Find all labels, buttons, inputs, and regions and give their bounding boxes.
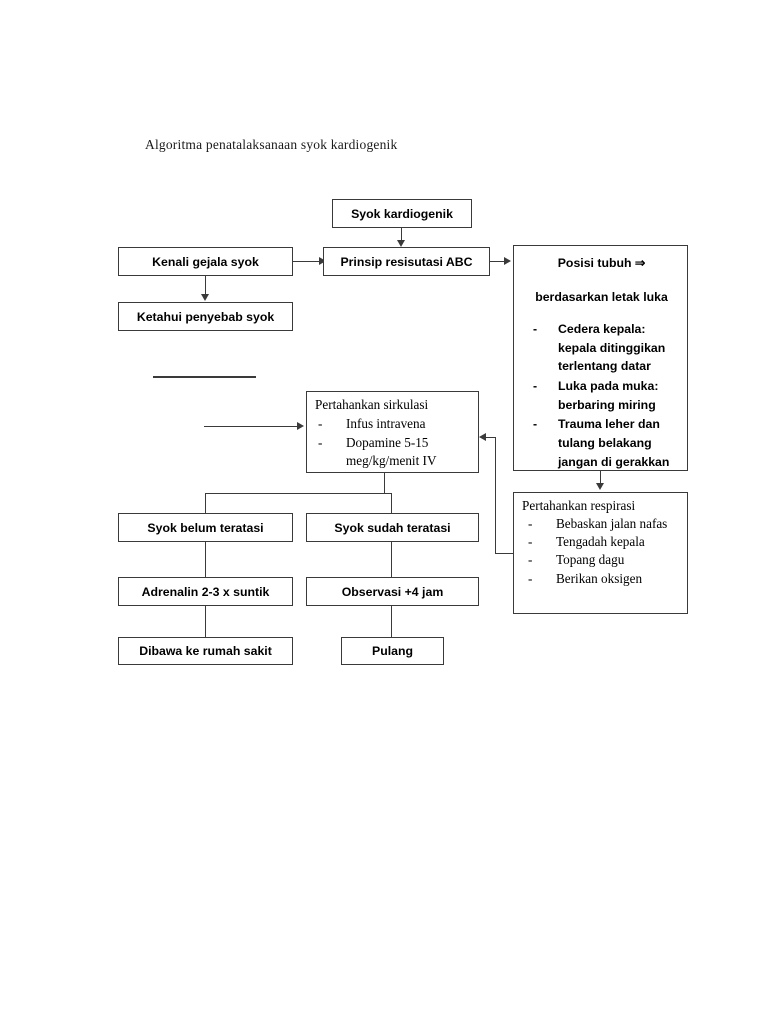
node-kenali-gejala-syok[interactable]: Kenali gejala syok <box>118 247 293 276</box>
list-item-text: Berikan oksigen <box>556 570 643 586</box>
list-item-text: Bebaskan jalan nafas <box>556 516 668 531</box>
node-prinsip-resusitasi-abc-label: Prinsip resisutasi ABC <box>340 254 473 269</box>
list-item-text: Luka pada muka: berbaring miring <box>558 379 659 412</box>
node-observasi-label: Observasi +4 jam <box>341 584 444 599</box>
node-posisi-tubuh[interactable]: Posisi tubuh ⇒ berdasarkan letak luka - … <box>513 245 688 471</box>
node-syok-belum-teratasi-label: Syok belum teratasi <box>147 520 264 535</box>
list-item-text: Infus intravena <box>346 416 426 431</box>
node-dibawa-ke-rumah-sakit[interactable]: Dibawa ke rumah sakit <box>118 637 293 665</box>
bullet-dash: - <box>528 570 533 586</box>
list-item-text: Trauma leher dan tulang belakang jangan … <box>558 417 670 469</box>
connector-respirasi-to-sirkulasi-horizontal <box>495 553 514 555</box>
node-syok-sudah-teratasi-label: Syok sudah teratasi <box>334 520 451 535</box>
node-ketahui-penyebab-syok-label: Ketahui penyebab syok <box>136 309 275 324</box>
connector-kenali-to-prinsip <box>293 261 323 263</box>
node-pulang-label: Pulang <box>372 644 413 658</box>
list-item: - Luka pada muka: berbaring miring <box>524 377 679 414</box>
node-syok-sudah-teratasi[interactable]: Syok sudah teratasi <box>306 513 479 542</box>
connector-split-left <box>205 493 207 514</box>
page-title: Algoritma penatalaksanaan syok kardiogen… <box>145 137 398 152</box>
connector-syok-to-prinsip <box>401 228 403 245</box>
list-item: - Bebaskan jalan nafas <box>522 515 681 533</box>
connector-belum-to-adrenalin <box>205 542 207 577</box>
node-pertahankan-sirkulasi-head: Pertahankan sirkulasi <box>315 397 429 412</box>
list-item: - Infus intravena <box>315 415 472 434</box>
list-item-text: Dopamine 5-15 <box>346 434 429 450</box>
arrow-down-icon <box>201 294 209 301</box>
node-posisi-tubuh-head-1: Posisi tubuh ⇒ <box>557 256 646 270</box>
connector-observasi-to-pulang <box>391 606 393 637</box>
list-item-text: Topang dagu <box>556 552 625 568</box>
node-pertahankan-respirasi[interactable]: Pertahankan respirasi - Bebaskan jalan n… <box>513 492 688 614</box>
arrow-right-icon <box>319 257 326 265</box>
node-syok-belum-teratasi[interactable]: Syok belum teratasi <box>118 513 293 542</box>
bullet-dash: - <box>318 434 323 450</box>
node-pertahankan-respirasi-head: Pertahankan respirasi <box>522 498 636 513</box>
bullet-dash: - <box>533 322 538 336</box>
connector-split-right <box>391 493 393 514</box>
bullet-dash: - <box>533 379 538 394</box>
node-pulang[interactable]: Pulang <box>341 637 444 665</box>
node-posisi-tubuh-head-2: berdasarkan letak luka <box>535 290 668 304</box>
node-prinsip-resusitasi-abc[interactable]: Prinsip resisutasi ABC <box>323 247 490 276</box>
bullet-dash: - <box>528 552 533 568</box>
node-syok-kardiogenik-label: Syok kardiogenik <box>351 206 453 221</box>
connector-into-sirkulasi <box>204 426 300 428</box>
node-dibawa-ke-rumah-sakit-label: Dibawa ke rumah sakit <box>139 644 272 658</box>
node-adrenalin-label: Adrenalin 2-3 x suntik <box>141 584 270 599</box>
node-pertahankan-sirkulasi[interactable]: Pertahankan sirkulasi - Infus intravena … <box>306 391 479 473</box>
list-item: - Dopamine 5-15 <box>315 434 472 453</box>
list-item-text: Cedera kepala: kepala ditinggikan terlen… <box>558 322 666 374</box>
arrow-right-icon <box>297 422 304 430</box>
list-item-continuation: meg/kg/menit IV <box>346 453 437 469</box>
list-item-text: Tengadah kepala <box>556 534 645 550</box>
list-item: - Cedera kepala: kepala ditinggikan terl… <box>524 320 679 376</box>
list-item: - Tengadah kepala <box>522 533 681 551</box>
node-observasi[interactable]: Observasi +4 jam <box>306 577 479 606</box>
bullet-dash: - <box>528 534 533 550</box>
list-item: - Berikan oksigen <box>522 570 681 588</box>
connector-respirasi-to-sirkulasi-vertical <box>495 437 497 554</box>
horizontal-rule <box>153 376 256 378</box>
node-ketahui-penyebab-syok[interactable]: Ketahui penyebab syok <box>118 302 293 331</box>
node-kenali-gejala-syok-label: Kenali gejala syok <box>152 254 259 269</box>
arrow-down-icon <box>397 240 405 247</box>
connector-prinsip-to-posisi <box>490 261 508 263</box>
bullet-dash: - <box>528 516 533 531</box>
arrow-down-icon <box>596 483 604 490</box>
arrow-right-icon <box>504 257 511 265</box>
bullet-dash: - <box>318 416 323 431</box>
arrow-left-icon <box>479 433 486 441</box>
list-item: - Trauma leher dan tulang belakang janga… <box>524 415 679 471</box>
node-syok-kardiogenik[interactable]: Syok kardiogenik <box>332 199 472 228</box>
connector-kenali-to-ketahui <box>205 276 207 298</box>
connector-sirkulasi-split-bar <box>205 493 392 495</box>
connector-sudah-to-observasi <box>391 542 393 577</box>
connector-respirasi-to-sirkulasi-tip <box>485 437 496 439</box>
bullet-dash: - <box>533 417 538 432</box>
list-item: - Topang dagu <box>522 551 681 569</box>
connector-posisi-to-respirasi <box>600 471 602 488</box>
node-adrenalin[interactable]: Adrenalin 2-3 x suntik <box>118 577 293 606</box>
connector-sirkulasi-split-stem <box>384 473 386 494</box>
connector-adrenalin-to-rumah-sakit <box>205 606 207 637</box>
